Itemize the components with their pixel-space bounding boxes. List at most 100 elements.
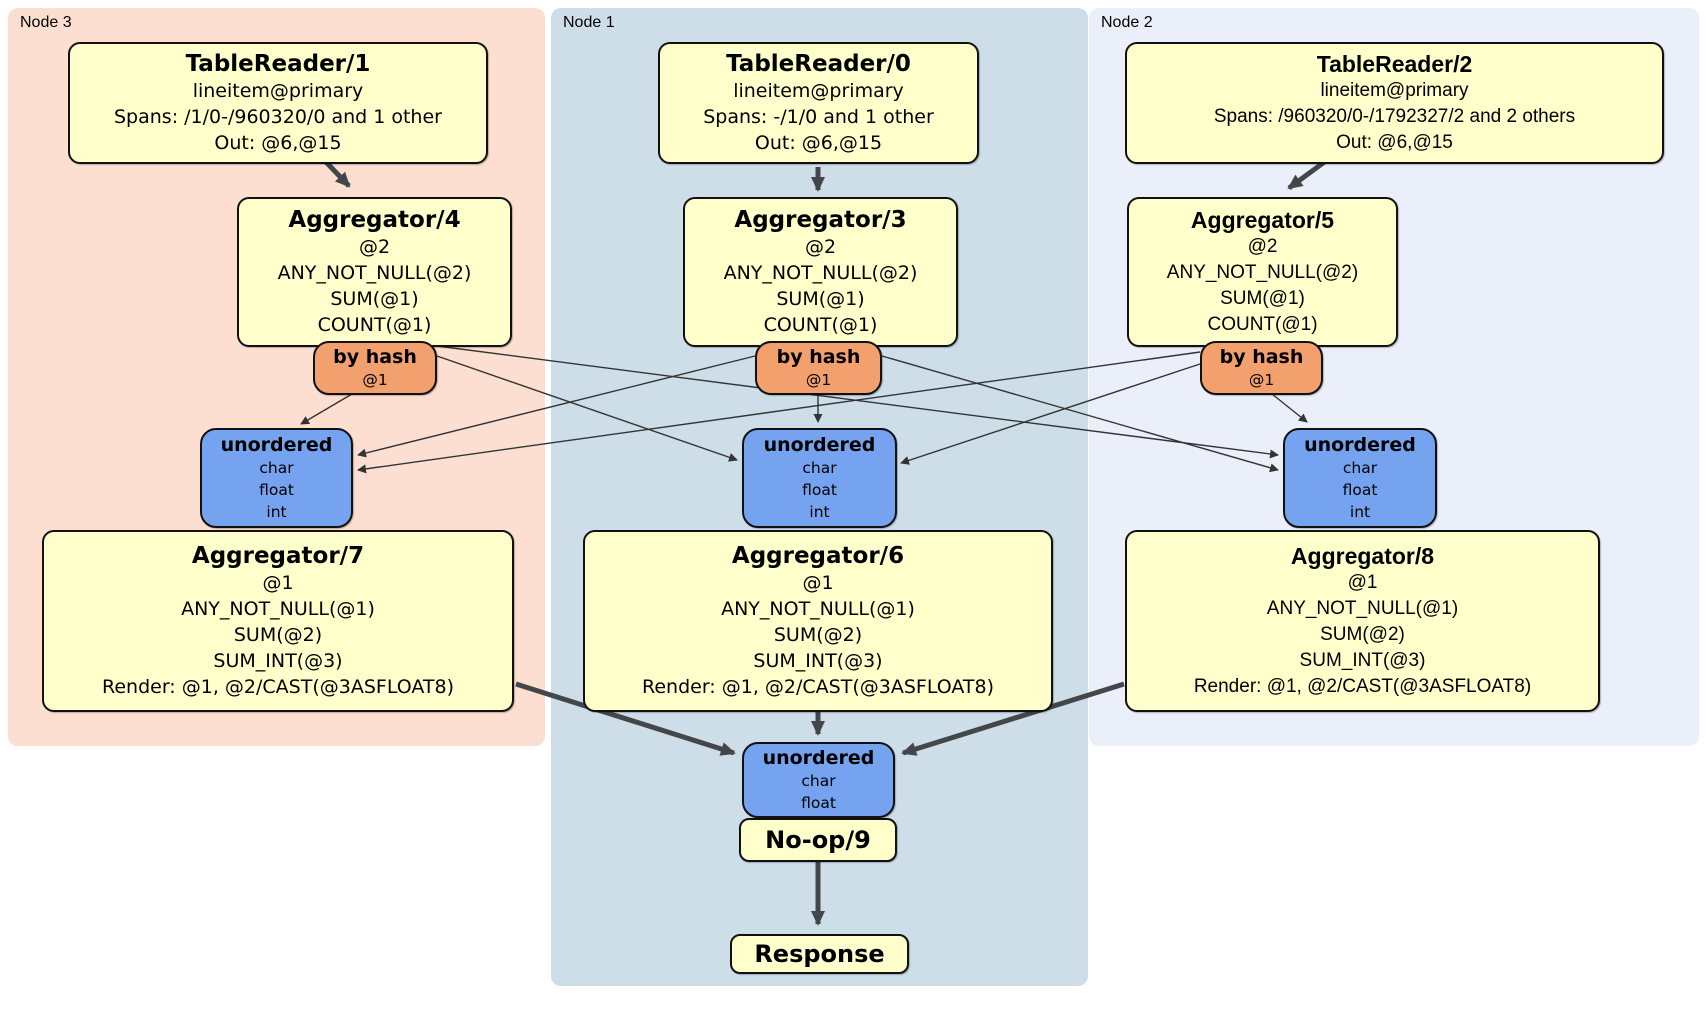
router-node1-label: by hash: [776, 346, 861, 368]
node-tablereader-1: TableReader/1 lineitem@primary Spans: /1…: [68, 42, 488, 164]
thin-edges: [300, 345, 1308, 474]
region-node1-label: Node 1: [563, 14, 615, 31]
aggregator-4-fn3: COUNT(@1): [317, 314, 432, 336]
tablereader-1-out: Out: @6,@15: [214, 132, 342, 154]
router-by-hash-node3: by hash @1: [313, 341, 437, 395]
edge-agg8-syncfinal: [901, 681, 1125, 756]
edge-tr1-agg4: [324, 160, 351, 188]
aggregator-3-title: Aggregator/3: [734, 207, 907, 233]
aggregator-6-title: Aggregator/6: [731, 543, 905, 569]
sync-node2-label: unordered: [1304, 434, 1416, 456]
edge-router1-sync3: [357, 355, 756, 458]
tablereader-2-title: TableReader/2: [1316, 51, 1473, 77]
tablereader-0-out: Out: @6,@15: [754, 132, 883, 154]
sync-node2-col3: int: [1349, 503, 1371, 521]
aggregator-5-fn2: SUM(@1): [1220, 288, 1305, 309]
edge-router2-sync2: [1271, 393, 1308, 423]
aggregator-7-fn3: SUM_INT(@3): [213, 650, 343, 672]
edge-router2-sync3: [357, 351, 1201, 474]
node-aggregator-7: Aggregator/7 @1 ANY_NOT_NULL(@1) SUM(@2)…: [42, 530, 514, 712]
sync-final-col1: char: [801, 772, 836, 790]
aggregator-5-title: Aggregator/5: [1190, 207, 1335, 233]
edge-agg7-syncfinal: [515, 681, 736, 756]
aggregator-3-group: @2: [804, 236, 837, 258]
tablereader-0-index: lineitem@primary: [733, 80, 904, 102]
aggregator-5-fn1: ANY_NOT_NULL(@2): [1166, 262, 1359, 283]
aggregator-8-fn3: SUM_INT(@3): [1299, 650, 1426, 671]
router-by-hash-node1: by hash @1: [755, 341, 882, 395]
aggregator-8-title: Aggregator/8: [1290, 543, 1435, 569]
tablereader-1-title: TableReader/1: [185, 51, 371, 77]
tablereader-2-spans: Spans: /960320/0-/1792327/2 and 2 others: [1213, 106, 1576, 127]
aggregator-8-fn1: ANY_NOT_NULL(@1): [1266, 598, 1459, 619]
node-aggregator-3: Aggregator/3 @2 ANY_NOT_NULL(@2) SUM(@1)…: [683, 197, 958, 347]
sync-final-col2: float: [801, 794, 836, 812]
tablereader-2-out: Out: @6,@15: [1336, 132, 1453, 153]
router-node3-label: by hash: [333, 346, 417, 368]
aggregator-3-fn1: ANY_NOT_NULL(@2): [723, 262, 918, 284]
aggregator-6-group: @1: [802, 572, 834, 594]
node-aggregator-8: Aggregator/8 @1 ANY_NOT_NULL(@1) SUM(@2)…: [1125, 530, 1600, 712]
aggregator-5-fn3: COUNT(@1): [1207, 314, 1318, 335]
tablereader-2-index: lineitem@primary: [1320, 80, 1469, 101]
node-tablereader-2: TableReader/2 lineitem@primary Spans: /9…: [1125, 42, 1664, 164]
aggregator-4-title: Aggregator/4: [288, 207, 461, 233]
edge-router1-sync2: [881, 355, 1279, 473]
aggregator-3-fn3: COUNT(@1): [763, 314, 878, 336]
response-title: Response: [754, 940, 885, 968]
sync-final-label: unordered: [762, 747, 875, 769]
aggregator-7-title: Aggregator/7: [191, 543, 365, 569]
sync-node1-col1: char: [802, 459, 837, 477]
region-node3-label: Node 3: [20, 14, 72, 31]
sync-node3-label: unordered: [220, 434, 333, 456]
edge-router3-sync1: [436, 355, 738, 462]
router-node3-key: @1: [362, 371, 388, 389]
aggregator-8-fn2: SUM(@2): [1320, 624, 1405, 645]
sync-node1-col2: float: [802, 481, 837, 499]
node-noop-9: No-op/9: [739, 818, 897, 862]
router-node2-key: @1: [1248, 371, 1275, 389]
region-node2-label: Node 2: [1101, 14, 1153, 31]
aggregator-4-group: @2: [358, 236, 391, 258]
aggregator-4-fn2: SUM(@1): [330, 288, 419, 310]
aggregator-7-fn2: SUM(@2): [233, 624, 323, 646]
aggregator-6-fn1: ANY_NOT_NULL(@1): [721, 598, 915, 620]
edge-router2-sync1: [900, 363, 1201, 465]
aggregator-7-fn1: ANY_NOT_NULL(@1): [181, 598, 375, 620]
sync-node2-col2: float: [1342, 481, 1378, 499]
sync-unordered-final: unordered char float: [742, 742, 895, 818]
tablereader-0-spans: Spans: -/1/0 and 1 other: [703, 106, 934, 128]
router-by-hash-node2: by hash @1: [1200, 341, 1323, 395]
sync-node1-col3: int: [809, 503, 830, 521]
sync-node3-col2: float: [259, 481, 294, 499]
sync-unordered-node3: unordered char float int: [200, 428, 353, 528]
aggregator-7-group: @1: [262, 572, 294, 594]
sync-node2-col1: char: [1342, 459, 1378, 477]
sync-node3-col3: int: [266, 503, 287, 521]
node-aggregator-4: Aggregator/4 @2 ANY_NOT_NULL(@2) SUM(@1)…: [237, 197, 512, 347]
edge-router3-sync3: [300, 393, 353, 425]
aggregator-6-render: Render: @1, @2/CAST(@3ASFLOAT8): [642, 676, 994, 698]
sync-node1-label: unordered: [763, 434, 876, 456]
aggregator-8-render: Render: @1, @2/CAST(@3ASFLOAT8): [1193, 676, 1532, 697]
noop-9-title: No-op/9: [765, 826, 871, 854]
node-response: Response: [730, 934, 909, 974]
aggregator-3-fn2: SUM(@1): [776, 288, 865, 310]
tablereader-0-title: TableReader/0: [726, 51, 911, 77]
node-aggregator-6: Aggregator/6 @1 ANY_NOT_NULL(@1) SUM(@2)…: [583, 530, 1053, 712]
tablereader-1-spans: Spans: /1/0-/960320/0 and 1 other: [114, 106, 442, 128]
aggregator-6-fn2: SUM(@2): [773, 624, 863, 646]
router-node2-label: by hash: [1219, 346, 1304, 368]
tablereader-1-index: lineitem@primary: [192, 80, 364, 102]
aggregator-4-fn1: ANY_NOT_NULL(@2): [277, 262, 472, 284]
sync-unordered-node2: unordered char float int: [1283, 428, 1437, 528]
node-aggregator-5: Aggregator/5 @2 ANY_NOT_NULL(@2) SUM(@1)…: [1127, 197, 1398, 347]
edge-router3-sync2: [436, 345, 1279, 459]
aggregator-6-fn3: SUM_INT(@3): [753, 650, 883, 672]
aggregator-5-group: @2: [1247, 236, 1278, 257]
node-tablereader-0: TableReader/0 lineitem@primary Spans: -/…: [658, 42, 979, 164]
router-node1-key: @1: [805, 371, 832, 389]
sync-node3-col1: char: [259, 459, 294, 477]
